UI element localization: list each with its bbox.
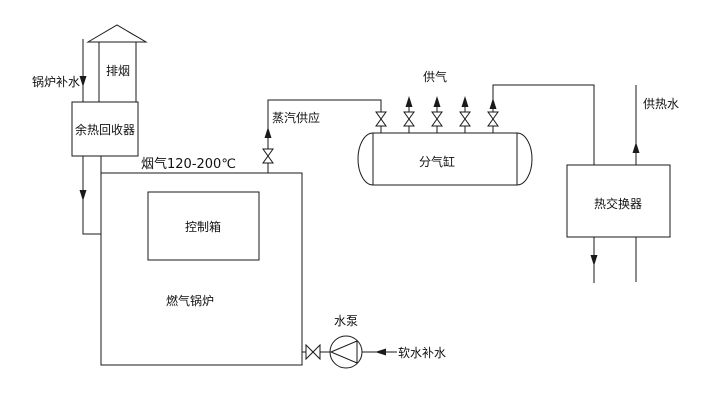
- flow-arrow-up-icon: [433, 96, 441, 107]
- label-hot-water-supply: 供热水: [643, 97, 679, 111]
- label-water-pump: 水泵: [334, 314, 358, 328]
- label-gas-boiler: 燃气锅炉: [166, 293, 214, 308]
- outlet-valve-icon: [459, 111, 471, 127]
- heat-exchanger-box: [566, 164, 671, 238]
- pump-impeller-icon: [329, 340, 358, 364]
- steam-supply-pipe: [262, 99, 382, 173]
- flow-arrow-down-icon: [79, 76, 87, 87]
- makeup-water-pipe-lower: [79, 156, 101, 235]
- flow-arrow-down-icon: [79, 190, 87, 201]
- exchanger-return-pipes: [590, 237, 637, 283]
- waste-heat-recovery-box: [71, 101, 139, 157]
- feed-water-pump-circuit: [302, 335, 397, 369]
- label-exhaust-smoke: 排烟: [106, 64, 130, 78]
- outlet-valve-icon: [431, 111, 443, 127]
- label-flue-gas-temp: 烟气120-200℃: [141, 156, 236, 172]
- flow-arrow-up-icon: [405, 96, 413, 107]
- label-boiler-makeup-water: 锅炉补水: [32, 74, 80, 89]
- flow-arrow-up-icon: [489, 98, 497, 109]
- header-body: [372, 132, 518, 186]
- chimney-stack: [86, 24, 148, 102]
- label-control-box: 控制箱: [185, 219, 221, 234]
- flow-arrow-left-icon: [375, 348, 386, 356]
- flow-arrow-down-icon: [590, 255, 598, 266]
- label-heat-exchanger: 热交换器: [594, 196, 642, 211]
- label-steam-header: 分气缸: [419, 154, 455, 169]
- label-soft-water-makeup: 软水补水: [398, 346, 446, 360]
- control-box: [147, 191, 260, 261]
- outlet-valve-icon: [375, 111, 387, 127]
- feed-valve-icon: [305, 343, 321, 361]
- chimney-cap-icon: [86, 24, 148, 43]
- hot-water-supply-pipe: [632, 85, 640, 165]
- flow-arrow-up-icon: [632, 142, 640, 153]
- label-steam-supply: 蒸汽供应: [272, 110, 320, 125]
- pipe-line: [82, 156, 101, 235]
- label-waste-heat-recovery: 余热回收器: [75, 122, 135, 137]
- makeup-water-pipe-upper: [79, 39, 87, 102]
- label-gas-supply: 供气: [423, 69, 447, 84]
- header-to-exchanger-pipe: [489, 84, 595, 165]
- header-left-cap: [357, 132, 374, 186]
- flow-arrow-up-icon: [264, 127, 272, 138]
- outlet-valve-icon: [487, 111, 499, 127]
- header-valves: [375, 96, 499, 133]
- steam-valve-icon: [262, 148, 274, 164]
- outlet-valve-icon: [403, 111, 415, 127]
- header-right-cap: [516, 132, 533, 186]
- flow-arrow-up-icon: [461, 96, 469, 107]
- steam-header-cylinder: [357, 132, 533, 186]
